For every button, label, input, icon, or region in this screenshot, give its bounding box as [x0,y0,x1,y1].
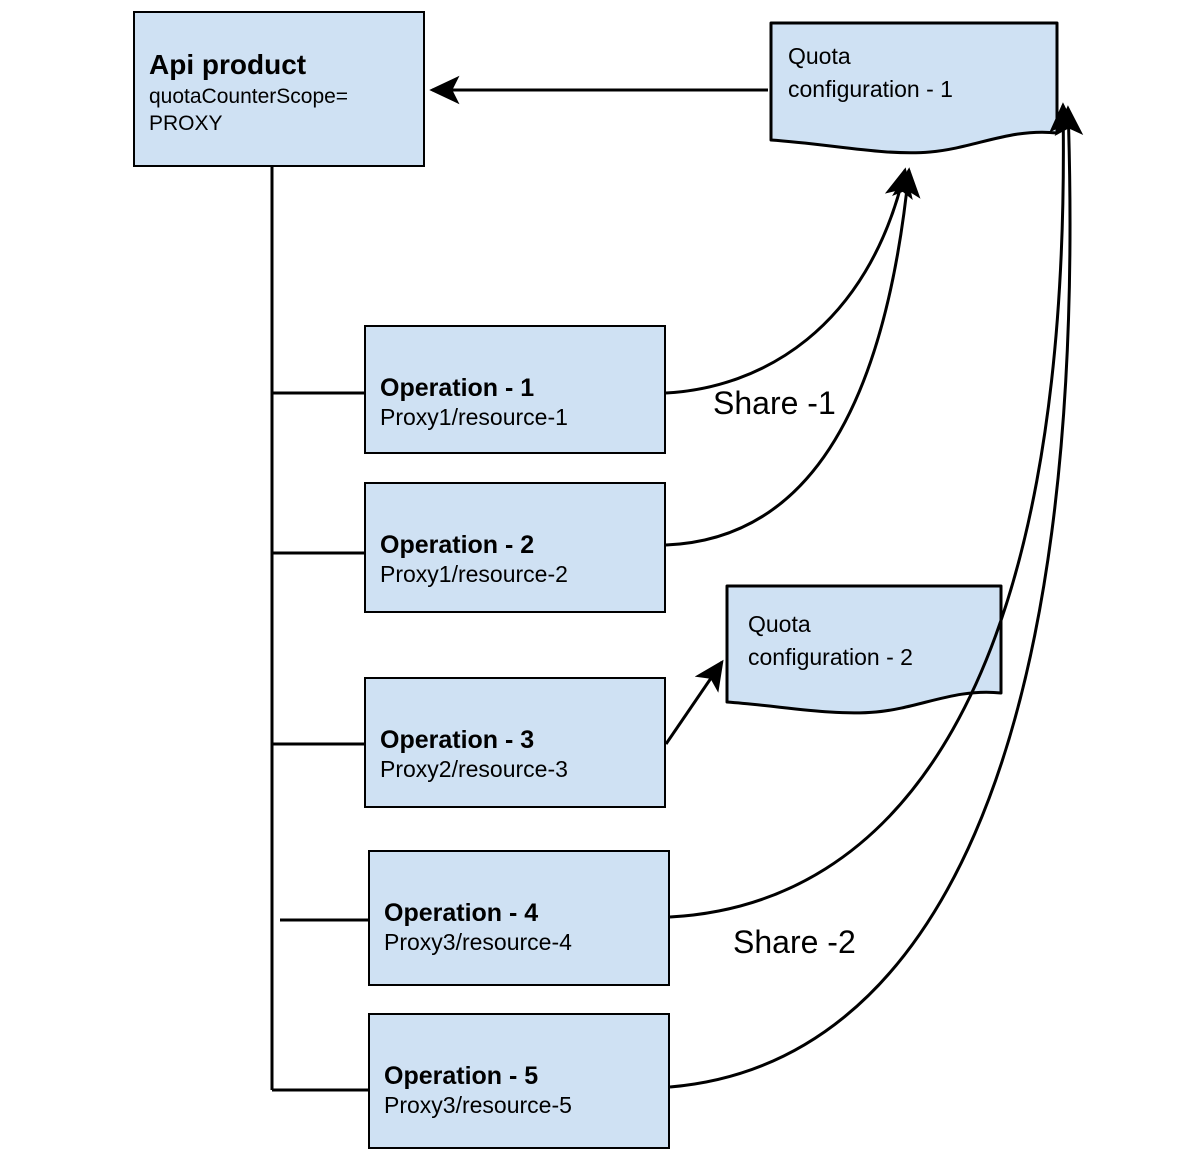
node-operation-1[interactable]: Operation - 1 Proxy1/resource-1 [364,325,666,454]
edge-op2-to-quota1 [665,167,921,547]
node-operation-4-text: Operation - 4 Proxy3/resource-4 [384,898,660,957]
node-quota-configuration-2-text[interactable]: Quota configuration - 2 [748,608,998,674]
quota-config-1-shape [769,21,1059,155]
node-operation-4-title: Operation - 4 [384,899,539,927]
edge-label-share-2: Share -2 [733,924,856,960]
node-operation-1-text: Operation - 1 Proxy1/resource-1 [380,373,656,432]
node-api-product[interactable]: Api product quotaCounterScope= PROXY [133,11,425,167]
node-operation-1-subtitle: Proxy1/resource-1 [380,404,568,430]
node-operation-2-title: Operation - 2 [380,531,535,559]
node-api-product-subtitle-line2: PROXY [149,112,223,135]
node-quota-configuration-2-line2: configuration - 2 [748,644,913,670]
node-api-product-text: Api product quotaCounterScope= PROXY [149,47,415,137]
quota-config-2-shape [725,584,1003,715]
node-operation-5-subtitle: Proxy3/resource-5 [384,1092,572,1118]
edge-label-share-1: Share -1 [713,385,836,421]
node-api-product-subtitle-line1: quotaCounterScope= [149,85,349,108]
node-operation-5-text: Operation - 5 Proxy3/resource-5 [384,1061,660,1120]
edge-op4-to-quota1 [669,102,1078,919]
node-operation-4-subtitle: Proxy3/resource-4 [384,929,572,955]
node-operation-5-title: Operation - 5 [384,1062,539,1090]
node-operation-1-title: Operation - 1 [380,374,535,402]
node-operation-2-subtitle: Proxy1/resource-2 [380,561,568,587]
edge-op5-to-quota1 [669,105,1084,1089]
node-quota-configuration-1-line2: configuration - 1 [788,76,953,102]
node-operation-3-title: Operation - 3 [380,726,535,754]
node-operation-5[interactable]: Operation - 5 Proxy3/resource-5 [368,1013,670,1149]
node-operation-3-text: Operation - 3 Proxy2/resource-3 [380,725,656,784]
edge-op3-to-quota2 [664,659,724,745]
node-quota-configuration-1-text[interactable]: Quota configuration - 1 [788,40,1038,106]
edge-op1-to-quota1 [665,167,913,395]
node-api-product-title: Api product [149,49,307,80]
node-quota-configuration-1-line1: Quota [788,43,851,69]
node-quota-configuration-2-line1: Quota [748,611,811,637]
node-operation-2-text: Operation - 2 Proxy1/resource-2 [380,530,656,589]
node-operation-2[interactable]: Operation - 2 Proxy1/resource-2 [364,482,666,613]
node-operation-4[interactable]: Operation - 4 Proxy3/resource-4 [368,850,670,986]
node-operation-3-subtitle: Proxy2/resource-3 [380,756,568,782]
node-operation-3[interactable]: Operation - 3 Proxy2/resource-3 [364,677,666,808]
